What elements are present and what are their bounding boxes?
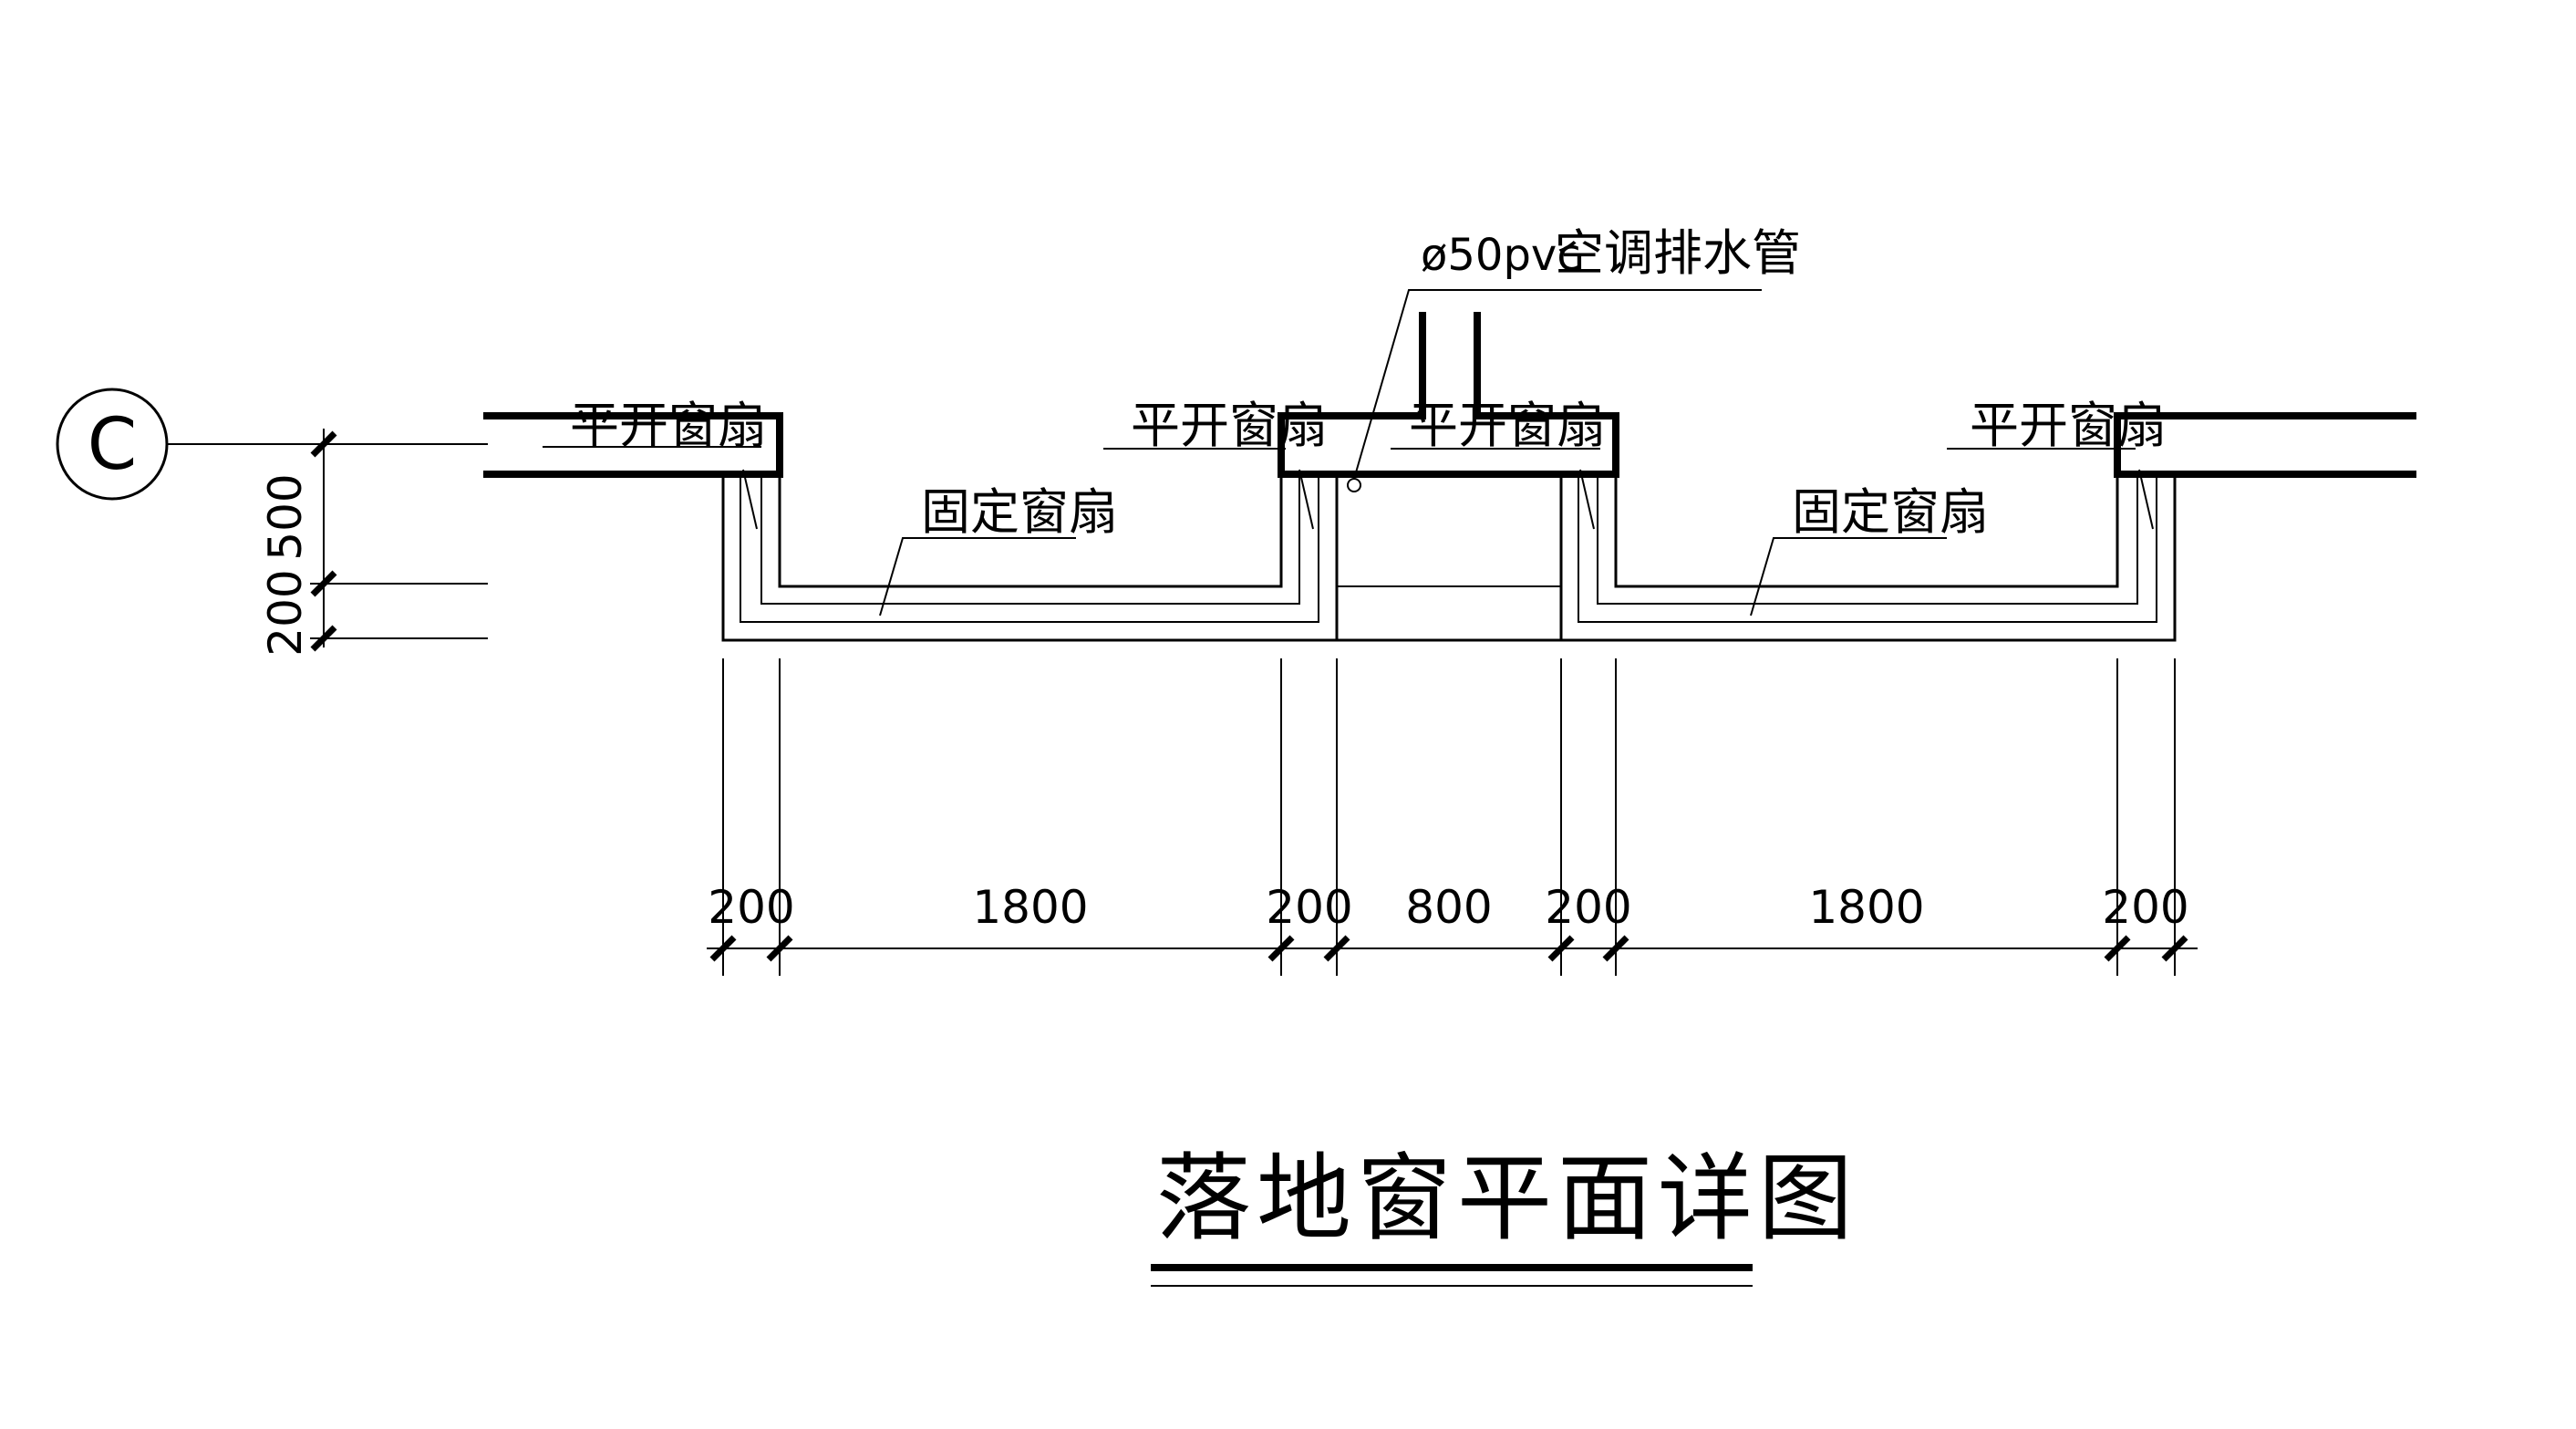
axis-label: C bbox=[88, 404, 137, 486]
wall-left bbox=[483, 412, 783, 478]
dim-tick bbox=[1602, 935, 1629, 962]
casement-label-4: 平开窗扇 bbox=[1970, 397, 2167, 454]
pipe-name-label: 空调排水管 bbox=[1555, 224, 1801, 282]
dim-tick bbox=[1267, 935, 1295, 962]
vertical-dimension-chain: 500 200 bbox=[259, 429, 488, 657]
dim-200: 200 bbox=[1545, 881, 1631, 934]
wall-center bbox=[1278, 312, 1619, 478]
dim-tick bbox=[2161, 935, 2188, 962]
bay-frame-line bbox=[1597, 474, 2138, 605]
dim-tick bbox=[1547, 935, 1575, 962]
window-labels: 平开窗扇 平开窗扇 平开窗扇 平开窗扇 固定窗扇 固定窗扇 bbox=[543, 397, 2167, 616]
drain-pipe: ø50pvc 空调排水管 bbox=[1347, 224, 1801, 492]
fixed-label-2: 固定窗扇 bbox=[1792, 483, 1989, 541]
bay-outer-frame bbox=[721, 474, 1339, 642]
fixed-label-1: 固定窗扇 bbox=[921, 483, 1118, 541]
dim-200: 200 bbox=[2102, 881, 2188, 934]
bay-frame-line bbox=[760, 474, 1300, 605]
casement-label-3: 平开窗扇 bbox=[1409, 397, 1606, 454]
bay-inner-frame bbox=[1614, 474, 2119, 588]
dim-1800: 1800 bbox=[972, 881, 1088, 934]
horizontal-dimension-chain: 200 1800 200 800 200 1800 200 bbox=[707, 658, 2198, 976]
dim-200: 200 bbox=[1266, 881, 1352, 934]
dim-tick bbox=[2104, 935, 2131, 962]
casement-swing bbox=[742, 469, 758, 530]
dim-tick bbox=[310, 625, 337, 652]
drain-pipe-symbol bbox=[1347, 478, 1361, 492]
casement-swing bbox=[2138, 469, 2154, 530]
drawing-title: 落地窗平面详图 bbox=[1156, 1143, 1858, 1254]
bay-inner-frame bbox=[778, 474, 1283, 588]
dim-tick bbox=[709, 935, 737, 962]
bay-frame-line bbox=[1578, 474, 2157, 623]
dim-200: 200 bbox=[708, 881, 794, 934]
vertical-dim-200: 200 bbox=[259, 569, 312, 656]
bay-window-right bbox=[1559, 469, 2177, 642]
bay-outer-frame bbox=[1559, 474, 2177, 642]
label-leader bbox=[879, 537, 1076, 616]
casement-label-1: 平开窗扇 bbox=[570, 397, 767, 454]
axis-bubble: C bbox=[56, 388, 328, 501]
dim-tick bbox=[766, 935, 793, 962]
vertical-dim-500: 500 bbox=[259, 473, 312, 560]
casement-label-2: 平开窗扇 bbox=[1131, 397, 1328, 454]
dim-tick bbox=[310, 570, 337, 597]
drawing-title-block: 落地窗平面详图 bbox=[1151, 1143, 1858, 1287]
walls bbox=[483, 312, 2416, 478]
dim-tick bbox=[310, 430, 337, 458]
pipe-leader bbox=[1353, 289, 1762, 480]
casement-swing bbox=[1579, 469, 1595, 530]
center-infill bbox=[1337, 585, 1561, 642]
dim-tick bbox=[1323, 935, 1350, 962]
bay-frame-line bbox=[740, 474, 1319, 623]
pipe-size-label: ø50pvc bbox=[1421, 230, 1581, 281]
bay-window-left bbox=[721, 469, 1339, 642]
dim-1800: 1800 bbox=[1808, 881, 1924, 934]
wall-right bbox=[2114, 412, 2416, 478]
label-leader bbox=[1750, 537, 1947, 616]
casement-swing bbox=[1298, 469, 1314, 530]
dim-800: 800 bbox=[1405, 881, 1492, 934]
